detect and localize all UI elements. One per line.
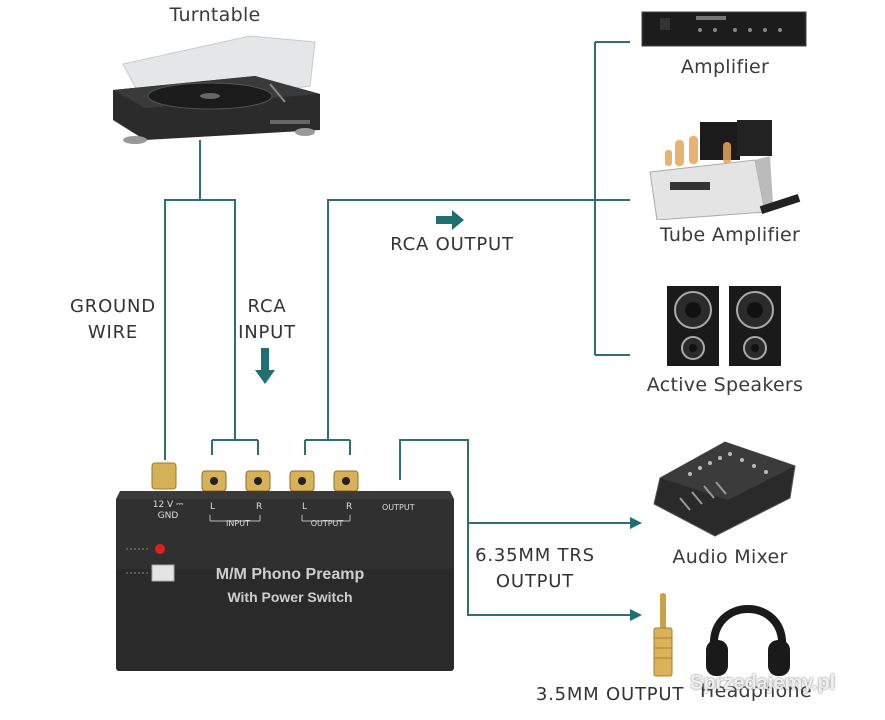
preamp-output-r: R	[346, 502, 353, 512]
mixer-arrow	[612, 517, 642, 529]
active-speakers-label: Active Speakers	[646, 374, 804, 396]
preamp-title: M/M Phono Preamp	[215, 566, 365, 583]
amp-bus	[594, 41, 630, 356]
ground-wire-label-2: WIRE	[87, 322, 139, 343]
tube-amplifier-image	[649, 120, 801, 220]
rca-output-cable	[304, 199, 630, 455]
rca-input-label-1: RCA	[247, 296, 287, 317]
preamp-subtitle: With Power Switch	[227, 589, 353, 605]
preamp-input-l: L	[210, 502, 216, 512]
preamp-output-label: OUTPUT	[310, 519, 344, 528]
rca-output-label: RCA OUTPUT	[390, 234, 514, 255]
preamp-power-label-1: 12 V ⎓	[152, 500, 184, 510]
gnd-terminal	[151, 462, 177, 490]
rca-output-arrow	[436, 210, 464, 230]
audio-mixer-label: Audio Mixer	[672, 546, 788, 568]
amplifier-label: Amplifier	[680, 56, 770, 78]
active-speakers-image	[667, 286, 781, 366]
jack-adapter-image	[653, 593, 673, 677]
preamp-trs-label: OUTPUT	[382, 503, 415, 512]
preamp-power-label-2: GND	[157, 511, 179, 521]
ground-wire	[164, 199, 200, 460]
headphone-arrow	[612, 609, 642, 621]
trs-output-label-2: OUTPUT	[495, 571, 575, 592]
mini-output-label: 3.5MM OUTPUT	[535, 684, 685, 705]
preamp-input-label: INPUT	[226, 519, 250, 528]
watermark: Sprzedajemy.pl	[690, 672, 836, 694]
trs-output-label: 6.35MM TRS OUTPUT	[470, 543, 600, 595]
headphone-image	[706, 605, 790, 676]
ground-wire-label: GROUND WIRE	[58, 294, 168, 346]
turntable-image	[113, 35, 320, 144]
headphone-label: Headphone	[700, 680, 812, 702]
turntable-label: Turntable	[169, 4, 261, 26]
audio-mixer-image	[653, 441, 796, 537]
ground-wire-label-1: GROUND	[70, 296, 156, 317]
rca-input-label: RCA INPUT	[222, 294, 312, 346]
preamp-output-l: L	[302, 502, 308, 512]
trs-output-cable	[399, 439, 630, 616]
tube-amplifier-label: Tube Amplifier	[659, 224, 801, 246]
trs-output-label-1: 6.35MM TRS	[475, 545, 595, 566]
preamp-input-r: R	[256, 502, 263, 512]
preamp-power-label: 12 V ⎓ GND	[146, 500, 190, 522]
amplifier-image	[641, 11, 807, 47]
rca-input-arrow	[255, 348, 275, 384]
rca-input-cable	[200, 199, 259, 455]
rca-input-label-2: INPUT	[238, 322, 296, 343]
preamp-device	[116, 462, 454, 671]
